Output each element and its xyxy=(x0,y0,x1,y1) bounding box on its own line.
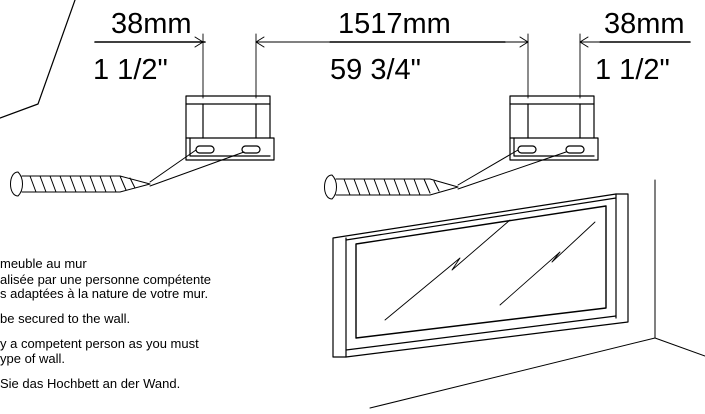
dimension-extension-lines xyxy=(202,33,581,99)
left-screw xyxy=(10,149,245,197)
left-bracket-slot-2 xyxy=(241,145,261,154)
left-dimension-in: 1 1/2" xyxy=(93,54,168,86)
note-en-line-1: be secured to the wall. xyxy=(0,311,131,326)
glass-reflection-lines xyxy=(384,219,596,321)
left-bracket-slot-1 xyxy=(195,145,215,154)
note-fr-line-3: s adaptées à la nature de votre mur. xyxy=(0,286,209,301)
note-en-line-3: ype of wall. xyxy=(0,351,66,366)
right-bracket-slot-1 xyxy=(517,145,537,154)
note-fr-line-1: meuble au mur xyxy=(0,256,87,271)
note-de-line-1: Sie das Hochbett an der Wand. xyxy=(0,376,181,391)
center-dimension-mm: 1517mm xyxy=(338,8,451,40)
note-fr-line-2: alisée par une personne compétente xyxy=(0,272,212,287)
dimension-arrows xyxy=(181,36,601,48)
headboard-panel xyxy=(332,193,629,358)
detail-callout-frame xyxy=(0,0,76,119)
right-dimension-mm: 38mm xyxy=(604,8,685,40)
right-bracket-slot-2 xyxy=(565,145,585,154)
right-dimension-in: 1 1/2" xyxy=(595,54,670,86)
room-corner xyxy=(369,179,705,409)
center-dimension-in: 59 3/4" xyxy=(330,54,421,86)
left-dimension-mm: 38mm xyxy=(111,8,192,40)
note-en-line-2: y a competent person as you must xyxy=(0,336,199,351)
right-wall-bracket xyxy=(509,95,599,161)
left-wall-bracket xyxy=(185,95,275,161)
right-screw xyxy=(324,149,567,200)
